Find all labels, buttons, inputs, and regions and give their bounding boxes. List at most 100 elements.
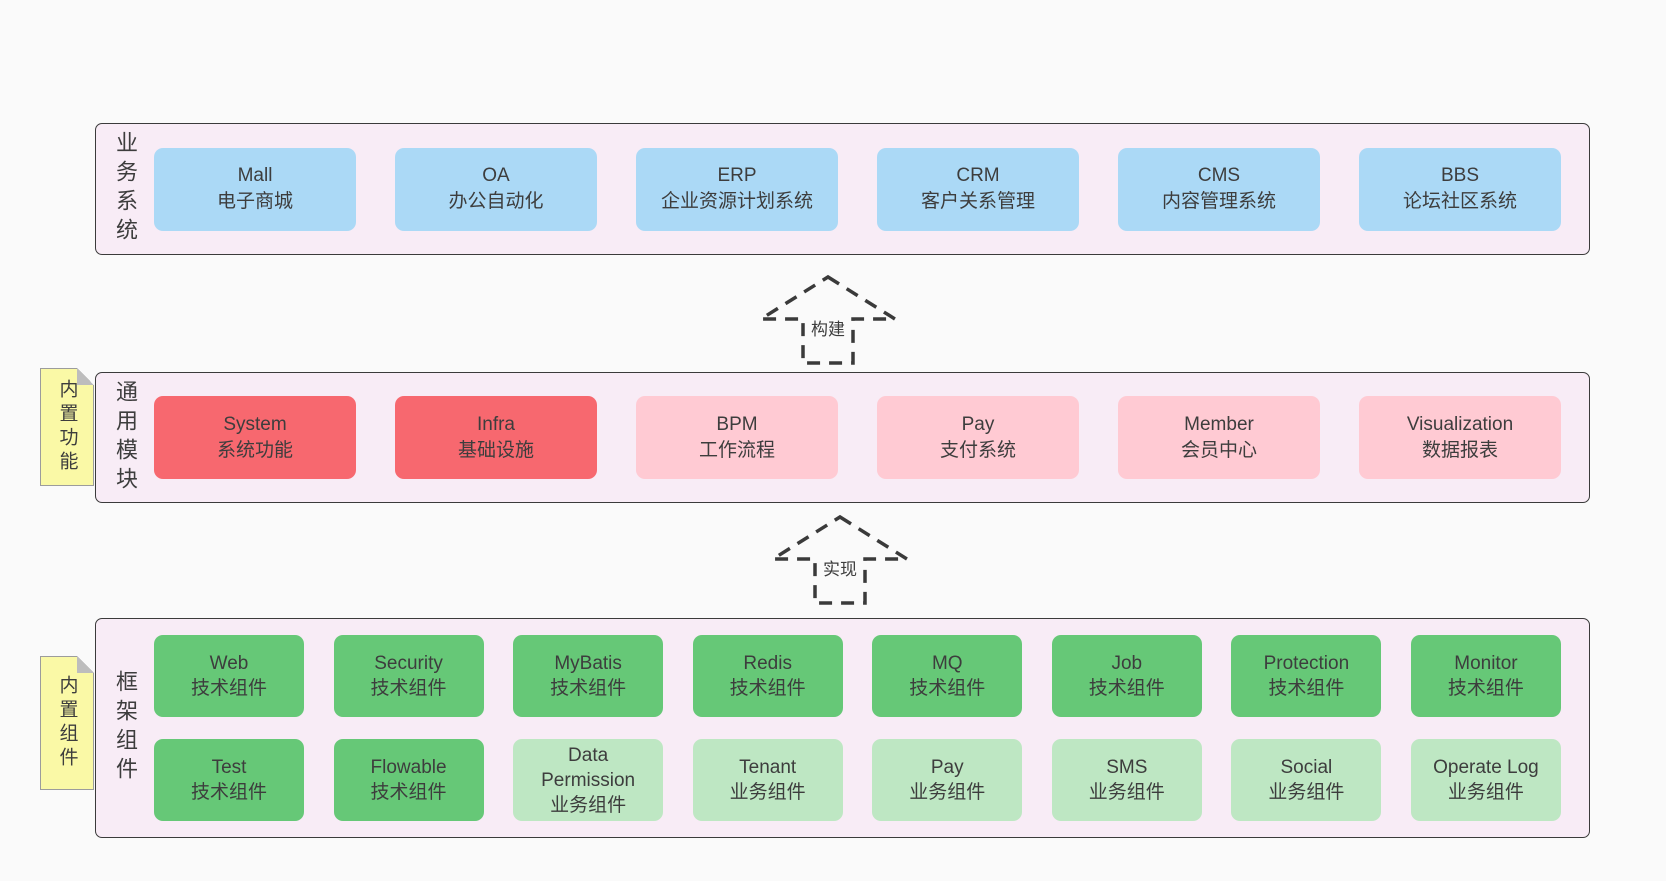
node-title: Infra — [476, 413, 516, 435]
node-bbs: BBS 论坛社区系统 — [1359, 147, 1561, 231]
node-subtitle: 业务组件 — [1447, 782, 1524, 803]
section-framework-label: 框架组件 — [113, 670, 138, 786]
node-protection: Protection 技术组件 — [1231, 635, 1382, 717]
node-subtitle: 论坛社区系统 — [1402, 191, 1517, 212]
up-arrow-icon — [770, 514, 910, 605]
section-business-label: 业务系统 — [113, 131, 138, 247]
arrow-implement-label: 实现 — [823, 560, 857, 580]
node-title: OA — [482, 165, 510, 186]
node-title: Pay — [961, 413, 995, 435]
node-title: Social — [1280, 757, 1333, 778]
node-subtitle: 电子商城 — [216, 191, 293, 212]
node-title: BBS — [1440, 165, 1480, 186]
node-title: Pay — [930, 757, 964, 778]
node-title: ERP — [717, 165, 757, 186]
node-test: Test 技术组件 — [154, 739, 304, 821]
node-job: Job 技术组件 — [1051, 635, 1202, 717]
node-monitor: Monitor 技术组件 — [1410, 635, 1561, 717]
framework-row-2: Test 技术组件 Flowable 技术组件 Data Permission … — [154, 739, 1561, 821]
node-title: CMS — [1197, 165, 1241, 186]
arrow-implement: 实现 — [770, 514, 910, 606]
node-pay-biz: Pay 业务组件 — [872, 739, 1023, 821]
node-subtitle: 技术组件 — [729, 678, 806, 699]
node-title: Test — [211, 757, 247, 778]
node-operate-log: Operate Log 业务组件 — [1410, 739, 1561, 821]
sticky-label: 内置功能 — [56, 379, 78, 475]
node-title: Web — [209, 653, 249, 674]
node-data-permission: Data Permission 业务组件 — [513, 739, 664, 821]
node-title: MQ — [931, 653, 963, 674]
node-subtitle: 业务组件 — [729, 782, 806, 803]
node-mq: MQ 技术组件 — [872, 635, 1023, 717]
framework-row-1: Web 技术组件 Security 技术组件 MyBatis 技术组件 Redi… — [154, 635, 1561, 717]
node-subtitle: 技术组件 — [190, 678, 267, 699]
node-title: Flowable — [370, 757, 447, 778]
node-subtitle: 会员中心 — [1180, 439, 1257, 461]
node-sms: SMS 业务组件 — [1051, 739, 1202, 821]
node-subtitle: 技术组件 — [909, 678, 986, 699]
node-subtitle: 技术组件 — [1447, 678, 1524, 699]
node-bpm: BPM 工作流程 — [636, 396, 838, 479]
section-common-label: 通用模块 — [113, 379, 138, 496]
node-title: MyBatis — [554, 653, 622, 674]
node-title: CRM — [956, 165, 1000, 186]
node-member: Member 会员中心 — [1118, 396, 1320, 479]
node-subtitle: 技术组件 — [550, 678, 627, 699]
section-business-systems: 业务系统 Mall 电子商城 OA 办公自动化 ERP 企业资源计划系统 CRM… — [95, 123, 1590, 255]
node-social: Social 业务组件 — [1231, 739, 1382, 821]
folded-corner-icon — [77, 368, 94, 385]
node-title: Operate Log — [1433, 757, 1539, 778]
node-title: Data Permission — [541, 744, 636, 791]
node-subtitle: 技术组件 — [370, 678, 447, 699]
common-row: System 系统功能 Infra 基础设施 BPM 工作流程 Pay 支付系统… — [154, 396, 1561, 479]
node-title: Mall — [237, 165, 273, 186]
node-subtitle: 工作流程 — [698, 439, 775, 461]
node-title: SMS — [1106, 757, 1148, 778]
node-flowable: Flowable 技术组件 — [333, 739, 484, 821]
node-title: Redis — [743, 653, 792, 674]
node-title: Monitor — [1454, 653, 1518, 674]
node-subtitle: 技术组件 — [190, 782, 267, 803]
section-common-modules: 通用模块 System 系统功能 Infra 基础设施 BPM 工作流程 Pay… — [95, 372, 1590, 503]
business-row: Mall 电子商城 OA 办公自动化 ERP 企业资源计划系统 CRM 客户关系… — [154, 147, 1561, 231]
node-subtitle: 办公自动化 — [448, 191, 544, 212]
node-visualization: Visualization 数据报表 — [1359, 396, 1561, 479]
node-tenant: Tenant 业务组件 — [692, 739, 843, 821]
node-title: BPM — [716, 413, 758, 435]
node-subtitle: 系统功能 — [216, 439, 293, 461]
node-pay: Pay 支付系统 — [877, 396, 1079, 479]
node-erp: ERP 企业资源计划系统 — [636, 147, 838, 231]
node-mybatis: MyBatis 技术组件 — [513, 635, 664, 717]
node-title: Security — [374, 653, 443, 674]
sticky-builtin-components: 内置组件 — [40, 656, 94, 790]
node-title: Visualization — [1406, 413, 1514, 435]
section-framework-components: 框架组件 Web 技术组件 Security 技术组件 MyBatis 技术组件… — [95, 618, 1590, 838]
business-boxes: Mall 电子商城 OA 办公自动化 ERP 企业资源计划系统 CRM 客户关系… — [154, 124, 1561, 254]
node-subtitle: 支付系统 — [939, 439, 1016, 461]
node-web: Web 技术组件 — [154, 635, 304, 717]
common-boxes: System 系统功能 Infra 基础设施 BPM 工作流程 Pay 支付系统… — [154, 373, 1561, 502]
node-title: System — [223, 413, 287, 435]
sticky-label: 内置组件 — [56, 675, 78, 771]
arrow-build-label: 构建 — [811, 320, 845, 340]
node-cms: CMS 内容管理系统 — [1118, 147, 1320, 231]
node-subtitle: 业务组件 — [1268, 782, 1345, 803]
arrow-build: 构建 — [758, 274, 898, 366]
node-title: Job — [1111, 653, 1143, 674]
node-subtitle: 基础设施 — [457, 439, 534, 461]
node-subtitle: 技术组件 — [1268, 678, 1345, 699]
node-mall: Mall 电子商城 — [154, 147, 356, 231]
up-arrow-icon — [758, 274, 898, 365]
node-subtitle: 客户关系管理 — [920, 191, 1035, 212]
node-title: Protection — [1263, 653, 1350, 674]
node-subtitle: 技术组件 — [370, 782, 447, 803]
node-crm: CRM 客户关系管理 — [877, 147, 1079, 231]
node-subtitle: 企业资源计划系统 — [660, 191, 813, 212]
node-subtitle: 数据报表 — [1421, 439, 1498, 461]
node-title: Member — [1184, 413, 1254, 435]
node-subtitle: 业务组件 — [909, 782, 986, 803]
framework-boxes: Web 技术组件 Security 技术组件 MyBatis 技术组件 Redi… — [154, 619, 1561, 837]
node-subtitle: 业务组件 — [1088, 782, 1165, 803]
node-infra: Infra 基础设施 — [395, 396, 597, 479]
